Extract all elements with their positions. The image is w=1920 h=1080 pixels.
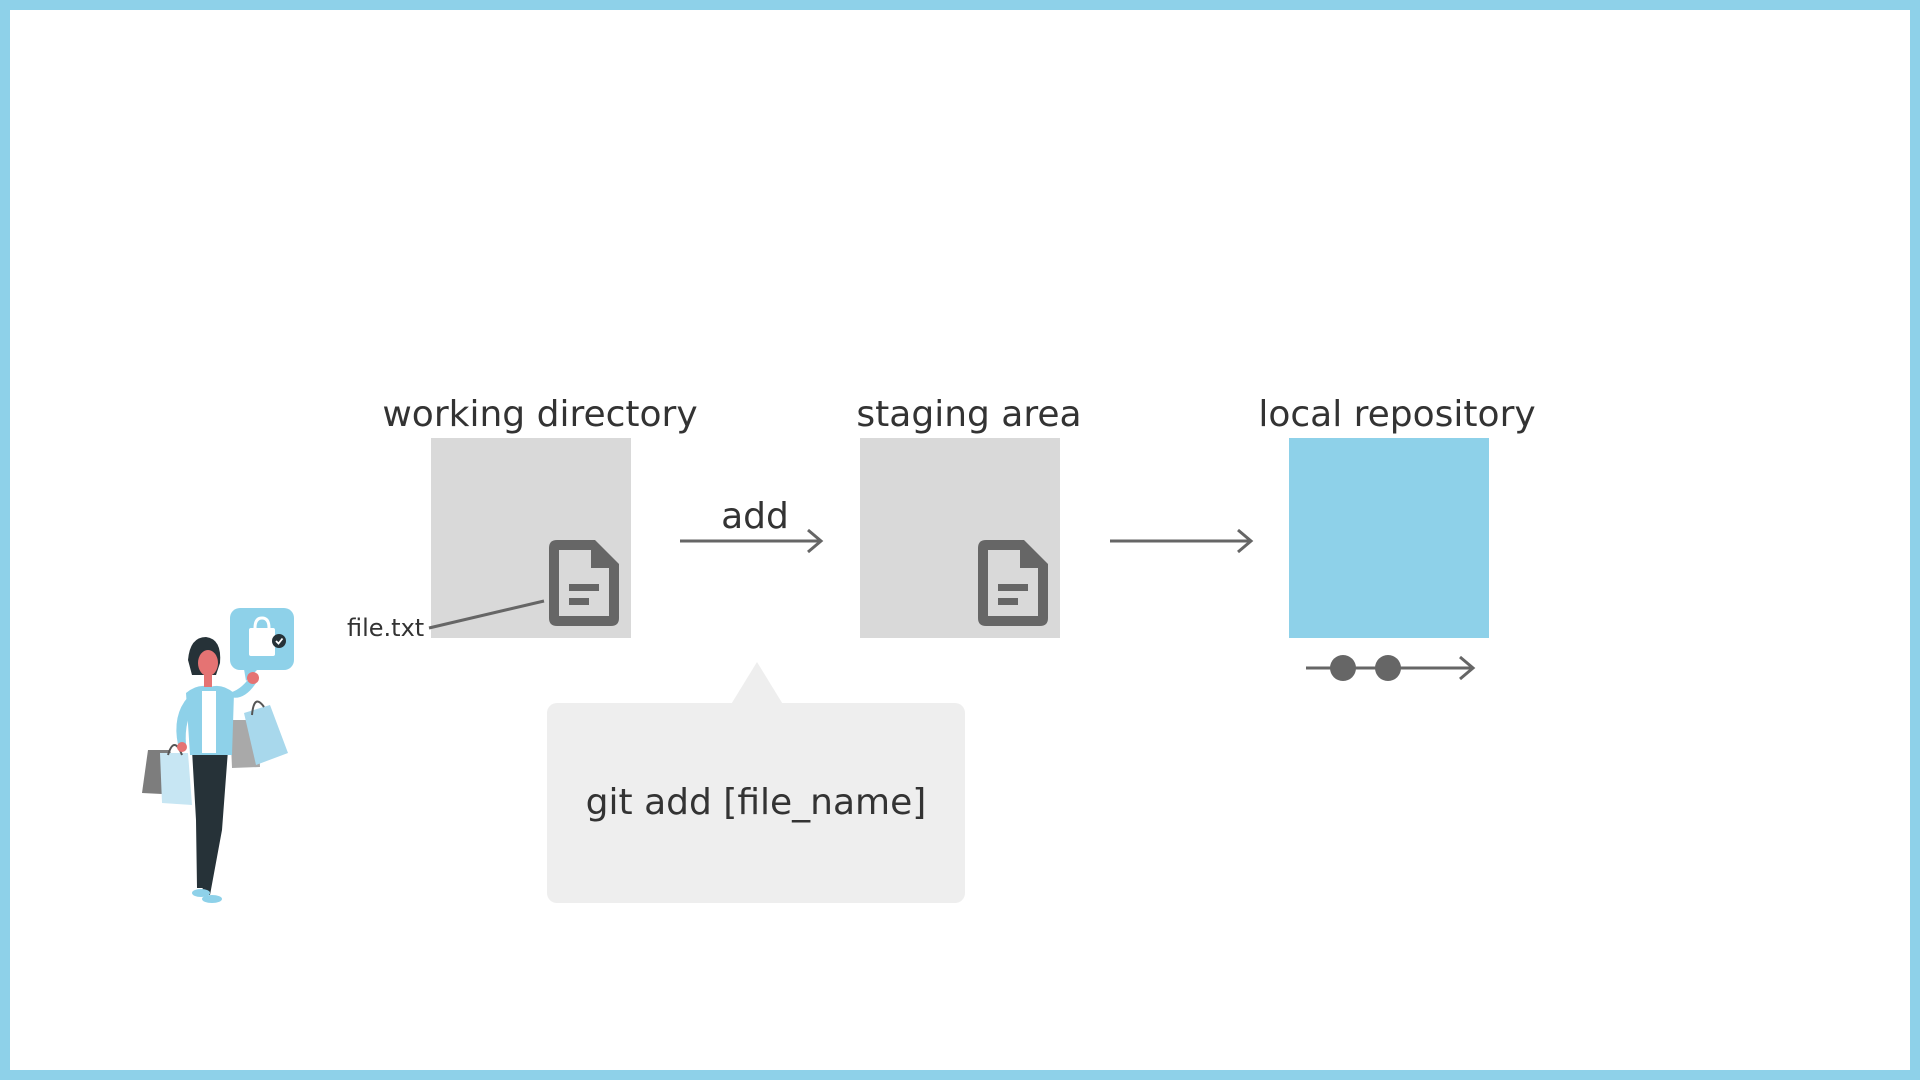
document-icon bbox=[978, 540, 1048, 626]
file-label: file.txt bbox=[347, 614, 425, 642]
shopper-illustration bbox=[142, 608, 294, 903]
add-arrow bbox=[680, 528, 824, 554]
command-text: git add [file_name] bbox=[585, 782, 927, 823]
staging-area-title: staging area bbox=[856, 394, 1082, 435]
local-repository-box bbox=[1289, 438, 1489, 638]
shopping-bag-check-icon bbox=[230, 608, 294, 681]
commit-arrow bbox=[1110, 528, 1254, 554]
file-leader-line bbox=[428, 599, 545, 630]
staging-area-box bbox=[860, 438, 1060, 638]
commit-timeline-icon bbox=[1306, 655, 1476, 681]
working-directory-title: working directory bbox=[382, 394, 698, 435]
local-repository-title: local repository bbox=[1258, 394, 1536, 435]
callout-pointer bbox=[730, 662, 784, 706]
add-arrow-label: add bbox=[721, 496, 789, 537]
document-icon bbox=[549, 540, 619, 626]
command-callout: git add [file_name] bbox=[547, 703, 965, 903]
